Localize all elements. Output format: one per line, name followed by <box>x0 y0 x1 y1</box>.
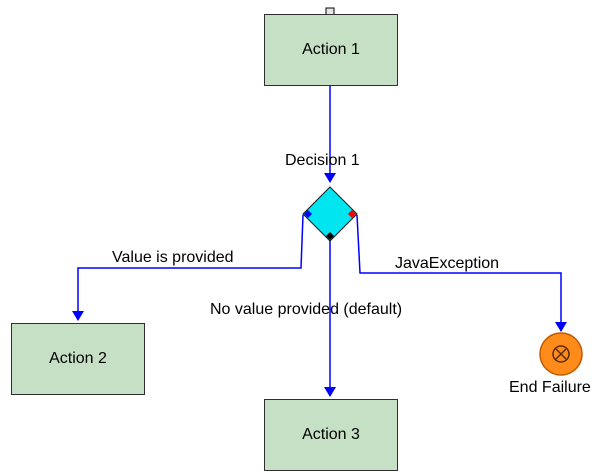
action-2-box[interactable]: Action 2 <box>11 323 145 395</box>
action-3-box[interactable]: Action 3 <box>264 399 398 471</box>
action-3-label: Action 3 <box>302 426 360 443</box>
decision-diamond[interactable] <box>302 186 358 242</box>
decision-port-right[interactable] <box>348 210 356 218</box>
action-2-label: Action 2 <box>49 350 107 367</box>
edge-decision1-to-action2[interactable] <box>72 214 304 321</box>
decision-port-bottom[interactable] <box>326 232 334 240</box>
edge-label-value-provided: Value is provided <box>112 249 234 266</box>
circled-x-icon-stroke-2 <box>555 348 567 360</box>
edge-label-java-exception: JavaException <box>395 255 500 272</box>
decision-1-label: Decision 1 <box>285 152 360 169</box>
decision-port-left[interactable] <box>304 210 312 218</box>
edge-label-no-value-default: No value provided (default) <box>210 301 403 318</box>
circled-x-icon <box>552 345 570 363</box>
end-failure-label: End Failure <box>509 379 591 396</box>
decision-node[interactable] <box>302 186 358 242</box>
end-failure-node[interactable] <box>539 332 583 376</box>
action-1-label: Action 1 <box>302 41 360 58</box>
edge-decision1-to-end-failure[interactable] <box>356 214 567 332</box>
action-1-box[interactable]: Action 1 <box>264 14 398 86</box>
